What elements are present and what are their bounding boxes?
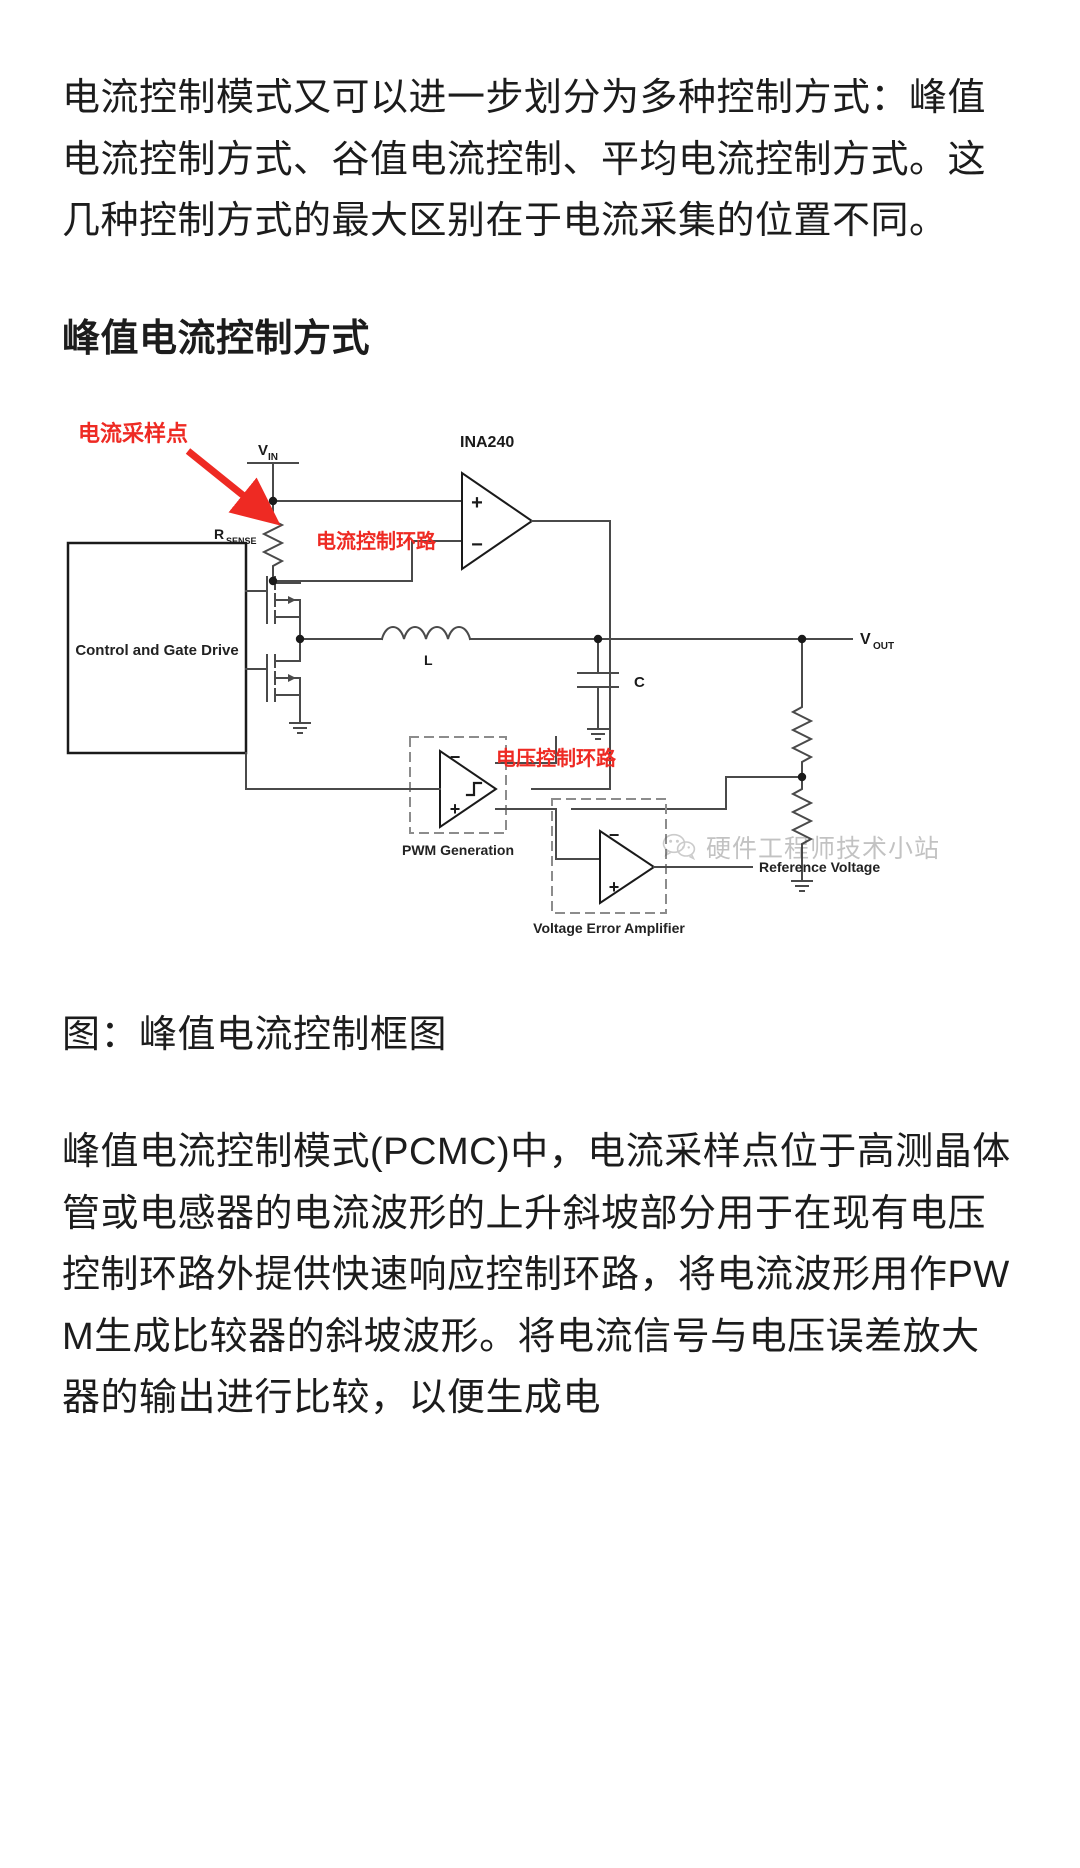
label-vout: V — [860, 631, 871, 648]
paragraph-pcmc-description: 峰值电流控制模式(PCMC)中，电流采样点位于高测晶体管或电感器的电流波形的上升… — [62, 1131, 1011, 1420]
label-pwm-minus: − — [450, 747, 461, 767]
dashed-box-pwm-generation — [409, 736, 507, 835]
label-vea-minus: − — [609, 825, 620, 845]
label-voltage-error-amplifier: Voltage Error Amplifier — [533, 920, 685, 936]
label-capacitor: C — [634, 674, 645, 691]
label-ina240: INA240 — [460, 434, 514, 451]
article-page: 电流控制模式又可以进一步划分为多种控制方式：峰值电流控制方式、谷值电流控制、平均… — [0, 68, 1080, 1868]
label-reference-voltage: Reference Voltage — [759, 859, 880, 875]
label-pwm-plus: + — [450, 799, 461, 819]
mosfet-low-body — [274, 677, 301, 697]
symbol-inductor-L — [380, 626, 472, 641]
block-control-and-gate-drive — [66, 542, 248, 755]
node-rsense-bottom — [268, 577, 278, 586]
symbol-rsense-resistor — [261, 500, 285, 583]
node-output-cap — [593, 635, 603, 644]
node-rsense-top — [268, 497, 278, 506]
mosfet-high-body — [274, 599, 301, 619]
label-ina-minus: − — [471, 534, 483, 556]
symbol-ina240-amplifier — [461, 471, 534, 572]
label-vin-subscript: IN — [268, 452, 278, 463]
label-vin: V — [258, 442, 268, 459]
arrow-current-sense-point — [185, 448, 281, 527]
label-rsense: R — [214, 526, 224, 542]
annotation-voltage-control-loop: 电压控制环路 — [496, 746, 617, 770]
icon-hysteresis — [465, 782, 483, 797]
annotation-current-sense-point: 电流采样点 — [78, 421, 188, 446]
label-rsense-subscript: SENSE — [226, 536, 257, 546]
figure-caption: 图：峰值电流控制框图 — [62, 1014, 448, 1057]
dashed-box-voltage-error-amplifier — [551, 798, 667, 915]
node-vout — [797, 635, 807, 644]
mosfet-high-arrow — [288, 596, 296, 605]
section-heading-peak-current: 峰值电流控制方式 — [62, 317, 371, 360]
node-switch — [295, 635, 305, 644]
label-control-and-gate-drive: Control and Gate Drive — [75, 642, 238, 659]
paragraph-intro: 电流控制模式又可以进一步划分为多种控制方式：峰值电流控制方式、谷值电流控制、平均… — [62, 77, 987, 243]
label-inductor: L — [424, 652, 433, 668]
label-vout-subscript: OUT — [873, 641, 894, 652]
symbol-divider-resistor-top — [790, 700, 814, 775]
symbol-voltage-error-amplifier — [599, 829, 656, 906]
node-feedback-tap — [797, 773, 807, 782]
label-vea-plus: + — [609, 877, 620, 897]
symbol-pwm-comparator — [439, 749, 498, 830]
symbol-divider-resistor-bottom — [790, 782, 814, 859]
label-ina-plus: + — [471, 492, 483, 514]
figure-peak-current-control-block-diagram: V IN R SENSE INA240 + − Control and Gate… — [62, 411, 1018, 951]
label-pwm-generation: PWM Generation — [402, 842, 514, 858]
annotation-current-control-loop: 电流控制环路 — [316, 529, 437, 553]
mosfet-low-arrow — [288, 674, 296, 683]
